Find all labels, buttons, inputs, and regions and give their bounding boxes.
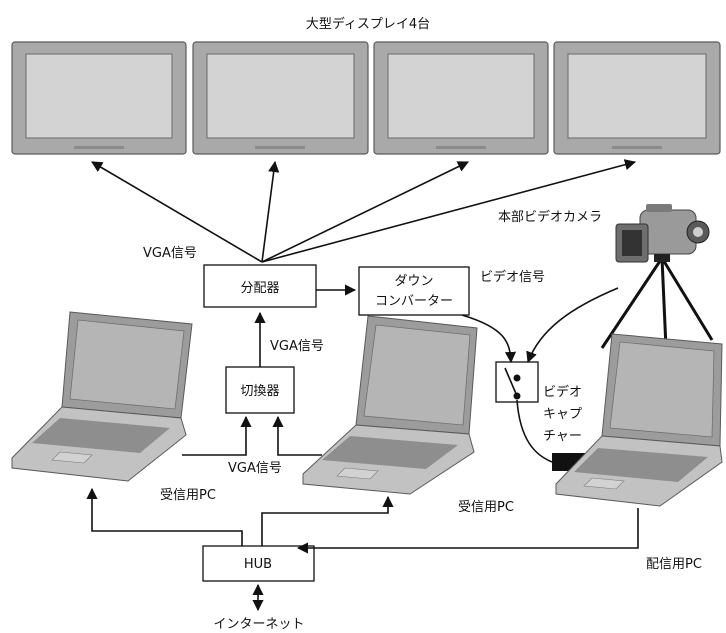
large-display-4 [553,41,721,155]
capture-label-3: チャー [543,429,582,444]
hub-box: HUB [202,545,315,582]
video-signal-label: ビデオ信号 [480,269,545,285]
switcher-label: 切換器 [240,384,279,399]
capture-label-1: ビデオ [543,384,582,400]
receiver-laptop-left [11,311,193,482]
splitter-to-displays-arrows [91,159,637,263]
camera-to-switch-wire [526,287,619,364]
converter-to-switch-wire [461,314,517,364]
camera-tripod [600,254,714,349]
receiver-pc-label-left: 受信用PC [160,488,216,503]
down-converter-box: ダウン コンバーター [358,266,470,316]
receiver-laptop-middle [302,315,478,495]
sender-laptop [555,333,723,507]
receiver-pc-label-middle: 受信用PC [458,500,514,515]
down-converter-label-1: ダウン [394,274,433,289]
middle-laptop-to-switcher-wire [272,415,322,456]
video-switch-box [495,361,539,403]
switcher-box: 切換器 [225,366,295,414]
splitter-label: 分配器 [240,281,279,296]
large-display-2 [192,41,369,155]
internet-label: インターネット [213,617,304,632]
down-converter-label-2: コンバーター [375,294,453,309]
hub-to-sender-laptop-wire [296,508,639,554]
sender-pc-label: 配信用PC [646,557,702,572]
large-display-3 [373,41,549,155]
video-camera [615,204,710,263]
vga-signal-label-middle: VGA信号 [270,339,324,354]
hub-to-left-laptop-wire [86,487,243,546]
camera-label: 本部ビデオカメラ [498,209,602,225]
vga-signal-label-top: VGA信号 [143,246,197,261]
hub-to-middle-laptop-wire [261,495,394,546]
switch-to-capture-wire [516,399,553,463]
left-laptop-to-switcher-wire [182,415,252,456]
capture-label-2: キャプ [543,407,582,422]
diagram-title: 大型ディスプレイ4台 [306,16,430,32]
hub-label: HUB [244,557,272,572]
large-display-1 [11,41,187,155]
splitter-box: 分配器 [203,264,317,308]
vga-signal-label-bottom: VGA信号 [228,461,282,476]
